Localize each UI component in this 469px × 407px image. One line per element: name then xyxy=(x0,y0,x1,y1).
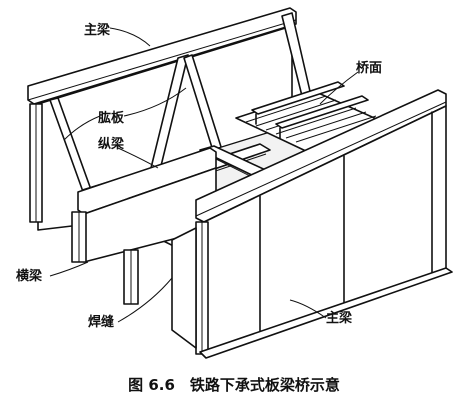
leader-weld-seam xyxy=(117,277,173,323)
label-main-girder-bottom: 主梁 xyxy=(326,310,353,326)
label-deck: 桥面 xyxy=(356,60,382,76)
leader-gusset-right xyxy=(123,87,187,117)
leader-deck xyxy=(319,71,359,105)
leader-cross-beam xyxy=(49,261,89,277)
front-left-stub xyxy=(71,147,217,305)
label-stringer: 纵梁 xyxy=(98,136,125,152)
figure-caption: 图 6.6 铁路下承式板梁桥示意 xyxy=(128,376,340,394)
label-weld-seam: 焊缝 xyxy=(88,314,114,330)
leader-stringer xyxy=(117,147,159,169)
leader-lines xyxy=(49,27,359,323)
leader-gusset-left xyxy=(63,115,101,141)
leader-main-girder-bottom xyxy=(289,299,327,319)
label-main-girder-top: 主梁 xyxy=(84,22,111,38)
label-cross-beam: 横梁 xyxy=(16,268,43,284)
label-gusset-plate: 肱板 xyxy=(98,110,125,126)
near-main-girder xyxy=(171,89,453,359)
leader-main-girder-top xyxy=(109,27,151,47)
gusset-plates xyxy=(49,12,313,201)
